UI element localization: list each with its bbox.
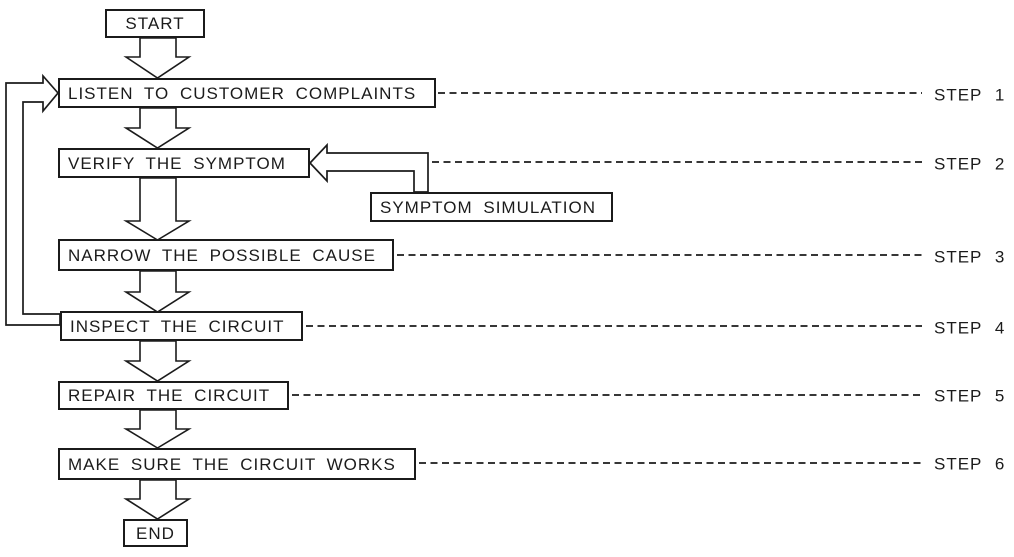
down-arrow-verify-to-narrow [123,177,192,241]
down-arrow-inspect-to-repair [123,340,192,382]
node-symptom-simulation: SYMPTOM SIMULATION [370,192,613,222]
down-arrow-start-to-listen [123,37,192,79]
down-arrow-listen-to-verify [123,107,192,149]
node-narrow-the-possible-cause: NARROW THE POSSIBLE CAUSE [58,239,394,271]
step-1-label: STEP 1 [934,85,1006,105]
node-listen-to-customer-complaints: LISTEN TO CUSTOMER COMPLAINTS [58,78,436,108]
down-arrow-makesure-to-end [123,479,192,520]
step-5-label: STEP 5 [934,386,1006,406]
node-make-sure-the-circuit-works: MAKE SURE THE CIRCUIT WORKS [58,448,416,480]
step-4-label: STEP 4 [934,318,1006,338]
node-inspect-the-circuit: INSPECT THE CIRCUIT [60,311,303,341]
step-2-label: STEP 2 [934,154,1006,174]
node-end: END [123,519,188,547]
symptom-simulation-connector-arrow [308,142,429,193]
node-start: START [105,9,205,38]
down-arrow-repair-to-makesure [123,409,192,449]
down-arrow-narrow-to-inspect [123,270,192,313]
node-verify-the-symptom: VERIFY THE SYMPTOM [58,148,310,178]
step-6-label: STEP 6 [934,454,1006,474]
step-3-label: STEP 3 [934,247,1006,267]
feedback-loop-arrow [5,73,61,326]
node-repair-the-circuit: REPAIR THE CIRCUIT [58,381,289,410]
